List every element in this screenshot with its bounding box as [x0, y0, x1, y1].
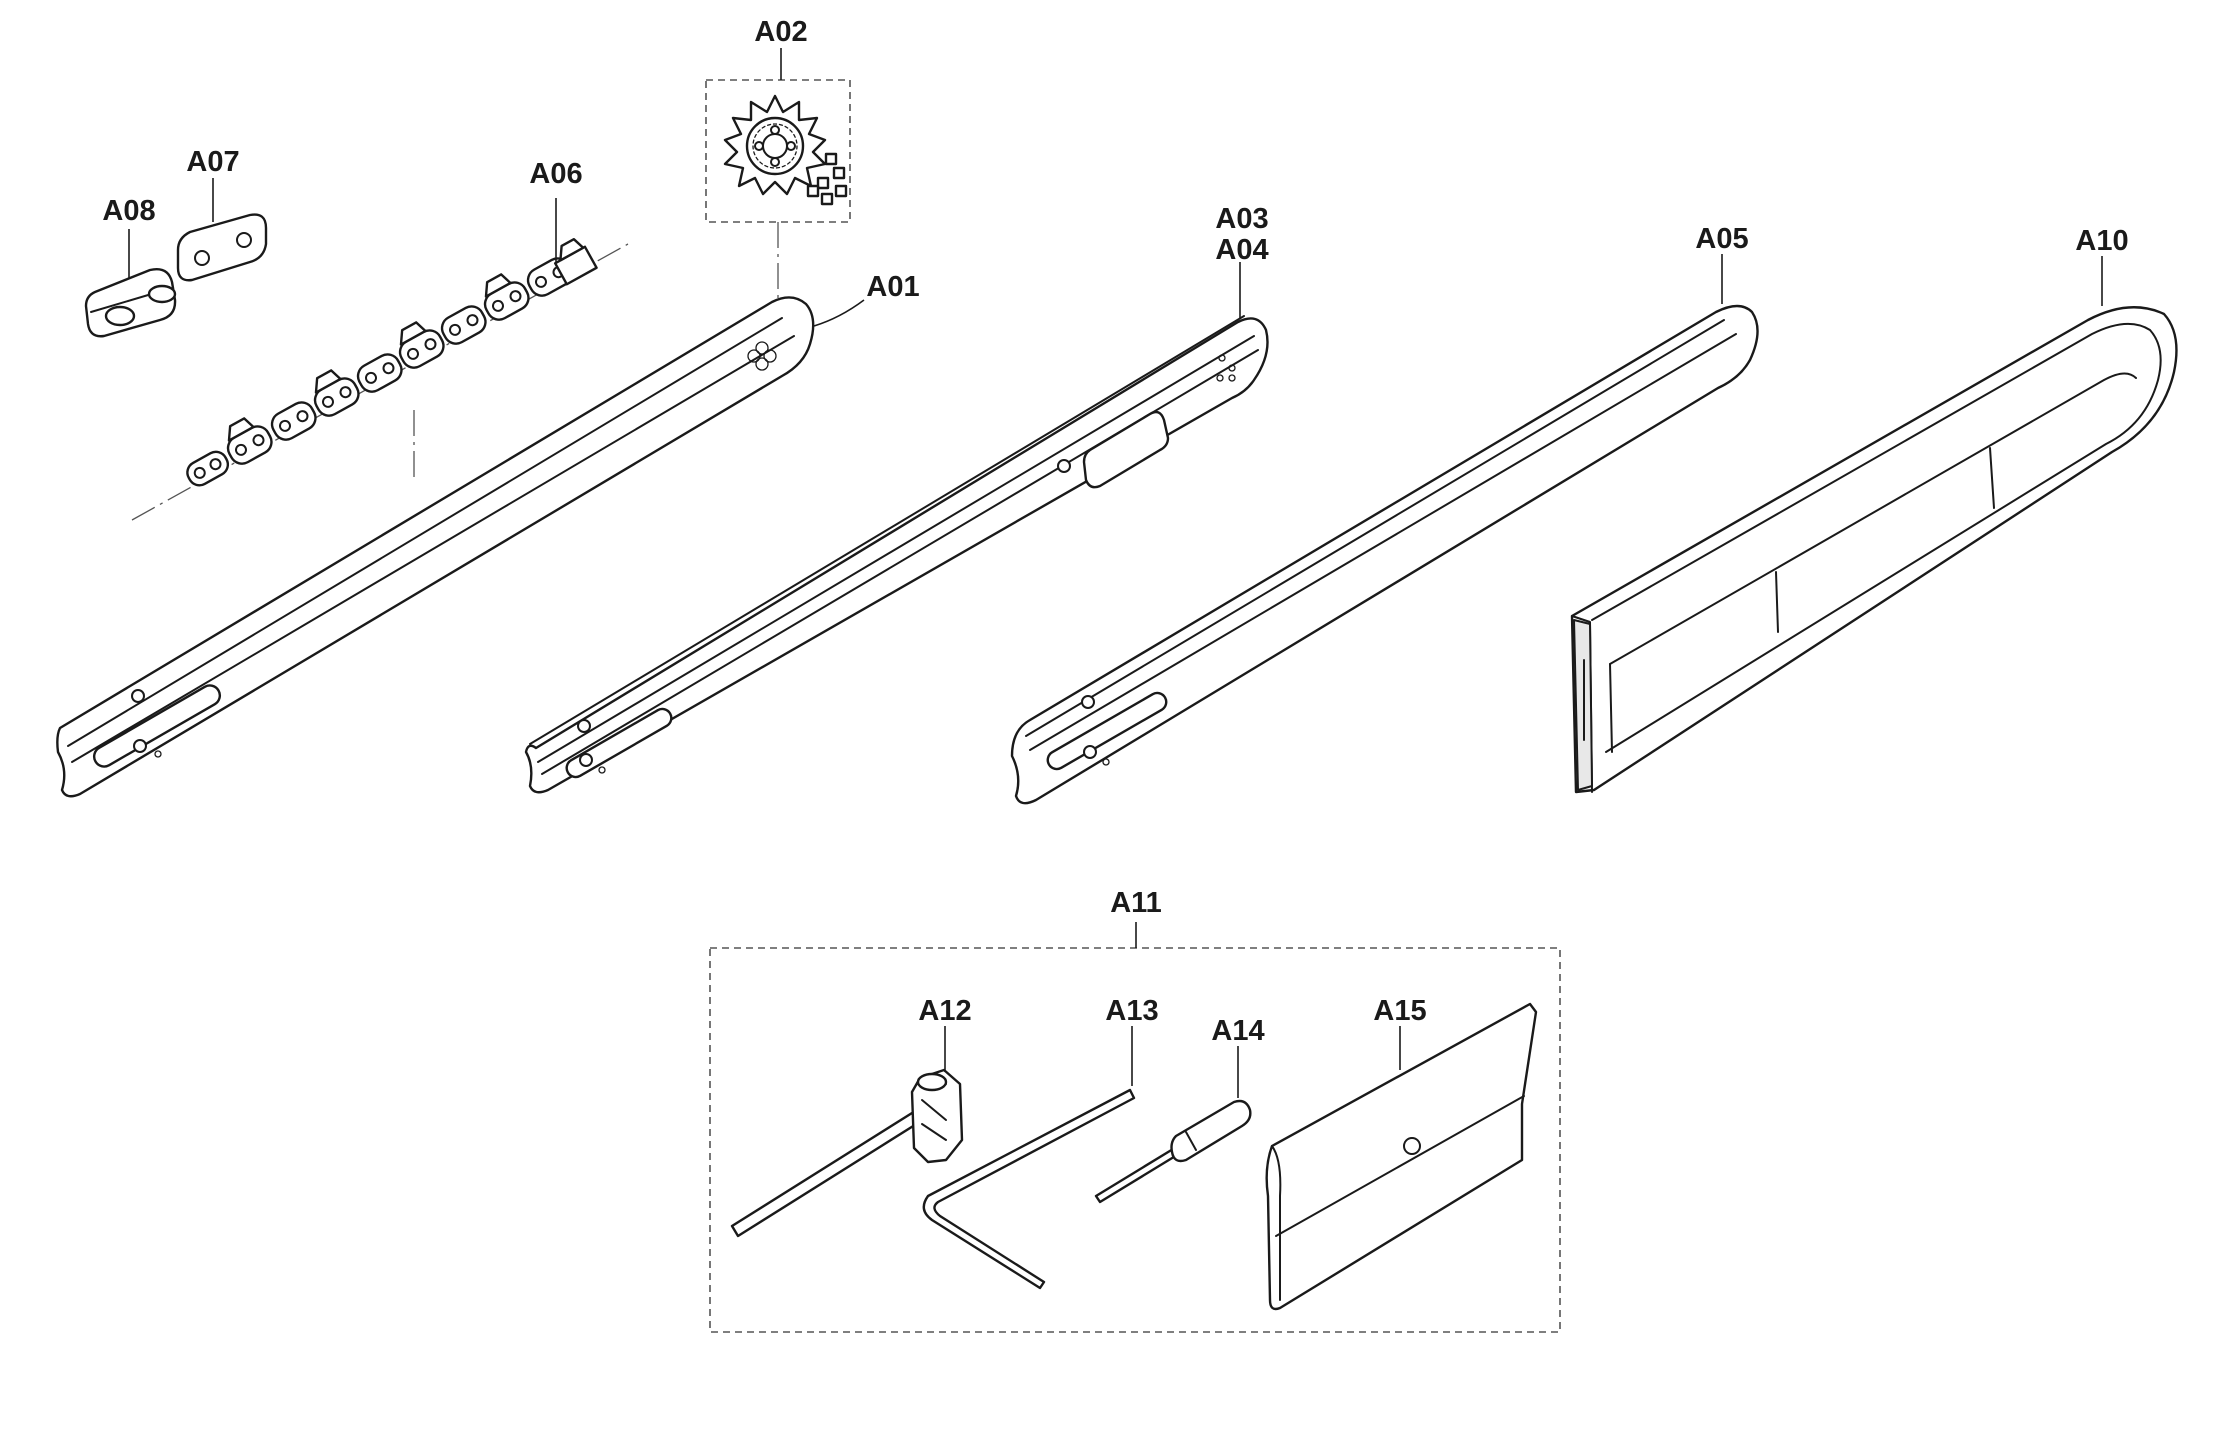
leader-a01 [813, 299, 865, 327]
part-a05-guide-bar [1010, 304, 1759, 805]
label-a14: A14 [1211, 1015, 1264, 1047]
label-a12: A12 [918, 995, 971, 1027]
part-a03-a04-guide-bar [524, 315, 1269, 794]
label-a08: A08 [102, 195, 155, 227]
part-a15-sheath [1265, 1002, 1538, 1311]
part-a14-screwdriver [1094, 1099, 1252, 1204]
part-a07-connecting-link [176, 213, 268, 282]
part-a06-saw-chain [131, 237, 629, 521]
label-a13: A13 [1105, 995, 1158, 1027]
label-a11: A11 [1110, 887, 1162, 919]
label-a05: A05 [1695, 223, 1748, 255]
label-a03: A03 [1215, 203, 1268, 235]
toolkit-frame [709, 947, 1561, 1333]
part-a10-bar-cover [1570, 306, 2178, 794]
part-a02-sprocket-nose [705, 79, 851, 300]
label-a02: A02 [754, 16, 807, 48]
label-a04: A04 [1215, 234, 1268, 266]
part-a08-preset-link [84, 268, 177, 338]
part-a13-hex-key [922, 1088, 1136, 1290]
label-a07: A07 [186, 146, 239, 178]
part-a12-combination-wrench [730, 1068, 964, 1238]
label-a01: A01 [866, 271, 919, 303]
label-a10: A10 [2075, 225, 2128, 257]
part-a01-guide-bar [56, 296, 815, 798]
label-a15: A15 [1373, 995, 1426, 1027]
label-a06: A06 [529, 158, 582, 190]
